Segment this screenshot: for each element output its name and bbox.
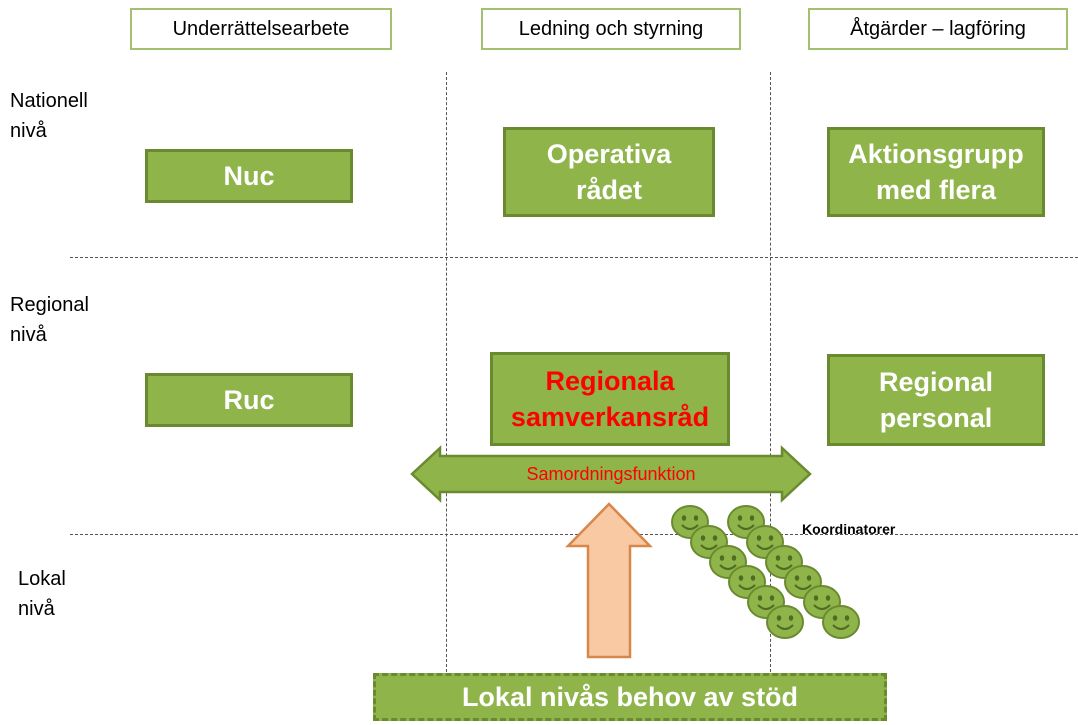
box-nuc: Nuc bbox=[145, 149, 353, 203]
up-arrow-icon bbox=[565, 502, 653, 659]
column-header-lead: Ledning och styrning bbox=[481, 8, 741, 50]
divider-column-right bbox=[770, 72, 771, 672]
row-label-national: Nationell nivå bbox=[10, 90, 88, 142]
samordningsfunktion-label: Samordningsfunktion bbox=[526, 463, 696, 484]
box-ruc: Ruc bbox=[145, 373, 353, 427]
box-aktionsgrupp: Aktionsgrupp med flera bbox=[827, 127, 1045, 217]
column-header-action: Åtgärder – lagföring bbox=[808, 8, 1068, 50]
row-label-regional: Regional nivå bbox=[10, 294, 89, 346]
smiley-face-icon bbox=[822, 605, 860, 639]
box-operativa-radet: Operativa rådet bbox=[503, 127, 715, 217]
smiley-face-icon bbox=[803, 585, 841, 619]
koordinatorer-label: Koordinatorer bbox=[802, 521, 896, 537]
box-lokal-behov: Lokal nivås behov av stöd bbox=[373, 673, 887, 721]
smiley-face-icon bbox=[746, 525, 784, 559]
divider-regional-local bbox=[70, 534, 1078, 535]
divider-national-regional bbox=[70, 257, 1078, 258]
row-label-local: Lokal nivå bbox=[18, 568, 66, 620]
column-header-intel: Underrättelsearbete bbox=[130, 8, 392, 50]
divider-column-left bbox=[446, 72, 447, 672]
smiley-face-icon bbox=[766, 605, 804, 639]
box-regional-personal: Regional personal bbox=[827, 354, 1045, 446]
double-arrow-icon bbox=[410, 445, 812, 503]
box-regionala-samverkansrad: Regionala samverkansråd bbox=[490, 352, 730, 446]
